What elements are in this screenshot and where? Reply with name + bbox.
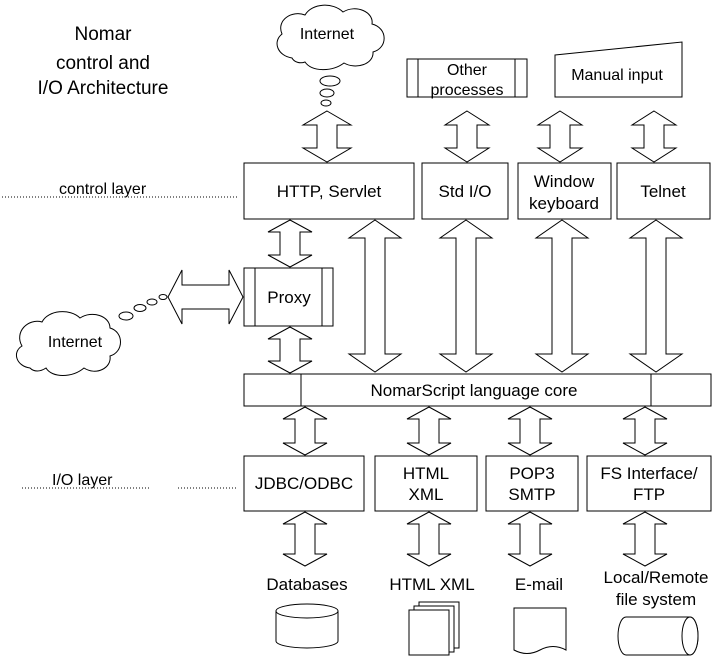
language-core-label: NomarScript language core: [371, 381, 578, 400]
document-page: [408, 609, 450, 656]
fs-ftp-label-1: FS Interface/: [600, 464, 698, 483]
cloud-bubble: [158, 294, 168, 300]
cloud-bubble: [146, 298, 158, 306]
jdbc-databases-arrow: [282, 511, 328, 567]
title-line-1: Nomar: [74, 24, 132, 45]
other-processes-box: Other processes: [406, 58, 528, 99]
fs-ftp-rect: [586, 455, 712, 512]
manual-input-label: Manual input: [571, 67, 663, 84]
pop3-smtp-label-2: SMTP: [508, 485, 555, 504]
std-io-label: Std I/O: [439, 182, 492, 201]
language-core-rect: [243, 373, 712, 407]
html-xml-storage-label: HTML XML: [389, 575, 474, 594]
cylinder-end: [681, 616, 699, 656]
telnet-label: Telnet: [640, 182, 686, 201]
database-cylinder-icon: [275, 603, 339, 649]
internet-proxy-arrow: [167, 269, 244, 325]
internet-cloud-top: Internet: [276, 4, 385, 107]
connection-arrows: [167, 110, 684, 567]
html-documents-arrow: [406, 511, 452, 567]
core-html-arrow: [406, 406, 452, 456]
telnet-rect: [616, 162, 711, 220]
diagram-title: Nomar control and I/O Architecture: [38, 24, 169, 99]
telnet-core-arrow: [628, 219, 684, 373]
cloud-label: Internet: [48, 334, 103, 351]
jdbc-odbc-box: JDBC/ODBC: [243, 455, 365, 512]
jdbc-odbc-rect: [243, 455, 365, 512]
core-jdbc-arrow: [282, 406, 328, 456]
http-core-arrow: [347, 219, 403, 373]
manual-input-shape: [554, 41, 683, 98]
cloud-bubble: [118, 311, 134, 321]
window-keyboard-rect: [517, 162, 612, 220]
html-xml-box: HTML XML: [374, 455, 478, 512]
fs-ftp-label-2: FTP: [633, 485, 665, 504]
window-core-arrow: [534, 219, 590, 373]
cylinder-body: [275, 611, 339, 649]
fs-ftp-box: FS Interface/ FTP: [586, 455, 712, 512]
language-core-box: NomarScript language core: [243, 373, 712, 407]
window-keyboard-label-1: Window: [534, 172, 595, 191]
proxy-core-arrow: [267, 326, 313, 374]
keyboard-window-arrow: [536, 110, 584, 163]
cloud-shape: [15, 311, 121, 376]
control-layer-label-group: control layer: [2, 181, 238, 198]
internet-http-arrow: [301, 110, 353, 163]
processes-stdio-arrow: [443, 110, 491, 163]
stdio-core-arrow: [438, 219, 494, 373]
jdbc-odbc-label: JDBC/ODBC: [255, 474, 353, 493]
other-processes-label-1: Other: [447, 62, 488, 79]
proxy-box: Proxy: [243, 267, 334, 327]
proxy-label: Proxy: [267, 288, 311, 307]
pop3-smtp-rect: [485, 455, 579, 512]
title-line-3: I/O Architecture: [38, 78, 169, 99]
email-label: E-mail: [515, 575, 563, 594]
manual-telnet-arrow: [630, 110, 678, 163]
pop3-email-arrow: [507, 511, 553, 567]
other-processes-rect: [406, 58, 528, 98]
file-system-cylinder-icon: [617, 616, 699, 656]
http-proxy-arrow: [267, 219, 313, 268]
cloud-bubble: [133, 304, 147, 312]
cloud-bubble: [319, 75, 341, 87]
other-processes-label-2: processes: [431, 82, 504, 99]
std-io-rect: [421, 162, 509, 220]
email-document-icon: [513, 607, 567, 654]
databases-label: Databases: [266, 575, 347, 594]
html-xml-label-1: HTML: [403, 464, 449, 483]
html-xml-rect: [374, 455, 478, 512]
pop3-smtp-box: POP3 SMTP: [485, 455, 579, 512]
window-keyboard-box: Window keyboard: [517, 162, 612, 220]
email-page: [513, 607, 567, 654]
io-layer-label-group: I/O layer: [22, 472, 238, 489]
http-servlet-rect: [243, 162, 415, 220]
http-servlet-label: HTTP, Servlet: [277, 182, 382, 201]
local-remote-label-2: file system: [616, 590, 696, 609]
fs-filesystem-arrow: [622, 511, 668, 567]
internet-cloud-left: Internet: [15, 294, 168, 376]
title-line-2: control and: [56, 53, 150, 74]
core-pop3-arrow: [507, 406, 553, 456]
io-layer-label: I/O layer: [52, 472, 113, 489]
manual-input-box: Manual input: [554, 41, 683, 98]
telnet-box: Telnet: [616, 162, 711, 220]
local-remote-label-1: Local/Remote: [604, 568, 709, 587]
window-keyboard-label-2: keyboard: [529, 194, 599, 213]
pop3-smtp-label-1: POP3: [509, 464, 554, 483]
core-fs-arrow: [622, 406, 668, 456]
control-layer-label: control layer: [59, 181, 147, 198]
cloud-bubble: [319, 88, 335, 98]
std-io-box: Std I/O: [421, 162, 509, 220]
cylinder-top: [275, 603, 339, 619]
cloud-label: Internet: [300, 26, 355, 43]
proxy-rect: [243, 267, 334, 327]
cloud-shape: [276, 4, 385, 71]
documents-stack-icon: [408, 601, 460, 656]
html-xml-label-2: XML: [409, 485, 444, 504]
http-servlet-box: HTTP, Servlet: [243, 162, 415, 220]
cloud-bubble: [320, 99, 332, 107]
